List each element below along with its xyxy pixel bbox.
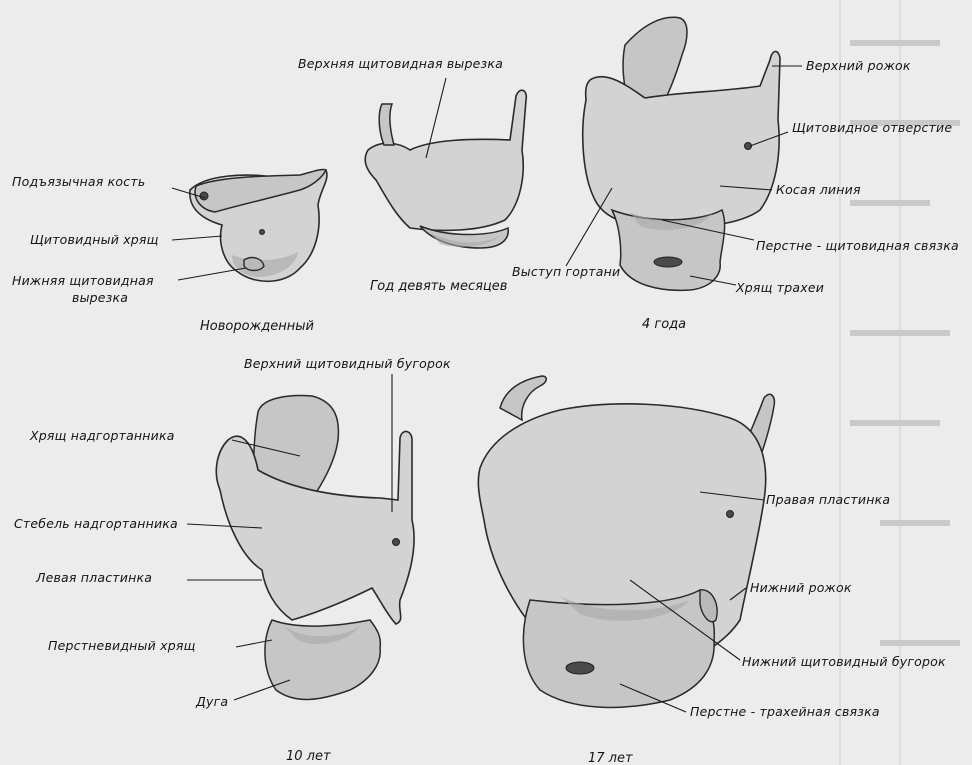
label-inferior-thyroid-tubercle: Нижний щитовидный бугорок: [742, 654, 946, 669]
label-thyroid-foramen: Щитовидное отверстие: [792, 120, 952, 135]
larynx-10-years: [216, 396, 414, 700]
label-laryngeal-prominence: Выступ гортани: [512, 264, 620, 279]
label-inferior-thyroid-notch: Нижняя щитовидная: [12, 273, 154, 288]
label-inferior-thyroid-notch-2: вырезка: [72, 290, 128, 305]
label-superior-thyroid-notch: Верхняя щитовидная вырезка: [298, 56, 503, 71]
larynx-4-years: [583, 17, 780, 290]
label-arch: Дуга: [195, 694, 228, 709]
label-oblique-line: Косая линия: [776, 182, 861, 197]
caption-10-years: 10 лет: [286, 749, 331, 764]
larynx-17-years: [478, 376, 774, 707]
label-superior-horn: Верхний рожок: [806, 58, 911, 73]
caption-17-years: 17 лет: [588, 751, 633, 765]
label-inferior-horn: Нижний рожок: [750, 580, 852, 595]
label-cricotracheal-ligament: Перстне - трахейная связка: [690, 704, 880, 719]
caption-newborn: Новорожденный: [200, 319, 314, 334]
label-superior-thyroid-tubercle: Верхний щитовидный бугорок: [244, 356, 451, 371]
label-thyroid-cartilage-newborn: Щитовидный хрящ: [30, 232, 159, 247]
label-right-lamina: Правая пластинка: [766, 492, 890, 507]
larynx-21-months: [365, 90, 526, 248]
label-tracheal-cartilage: Хрящ трахеи: [735, 280, 824, 295]
label-hyoid-bone: Подъязычная кость: [12, 174, 145, 189]
label-left-lamina: Левая пластинка: [35, 570, 152, 585]
label-cricothyroid-ligament: Перстне - щитовидная связка: [756, 238, 959, 253]
background-texture: [840, 0, 960, 765]
caption-4-years: 4 года: [642, 317, 686, 332]
label-cricoid-cartilage: Перстневидный хрящ: [48, 638, 196, 653]
larynx-newborn: [190, 169, 327, 281]
caption-21-months: Год девять месяцев: [370, 279, 507, 294]
label-epiglottis-stalk: Стебель надгортанника: [14, 516, 178, 531]
label-epiglottic-cartilage: Хрящ надгортанника: [29, 428, 175, 443]
